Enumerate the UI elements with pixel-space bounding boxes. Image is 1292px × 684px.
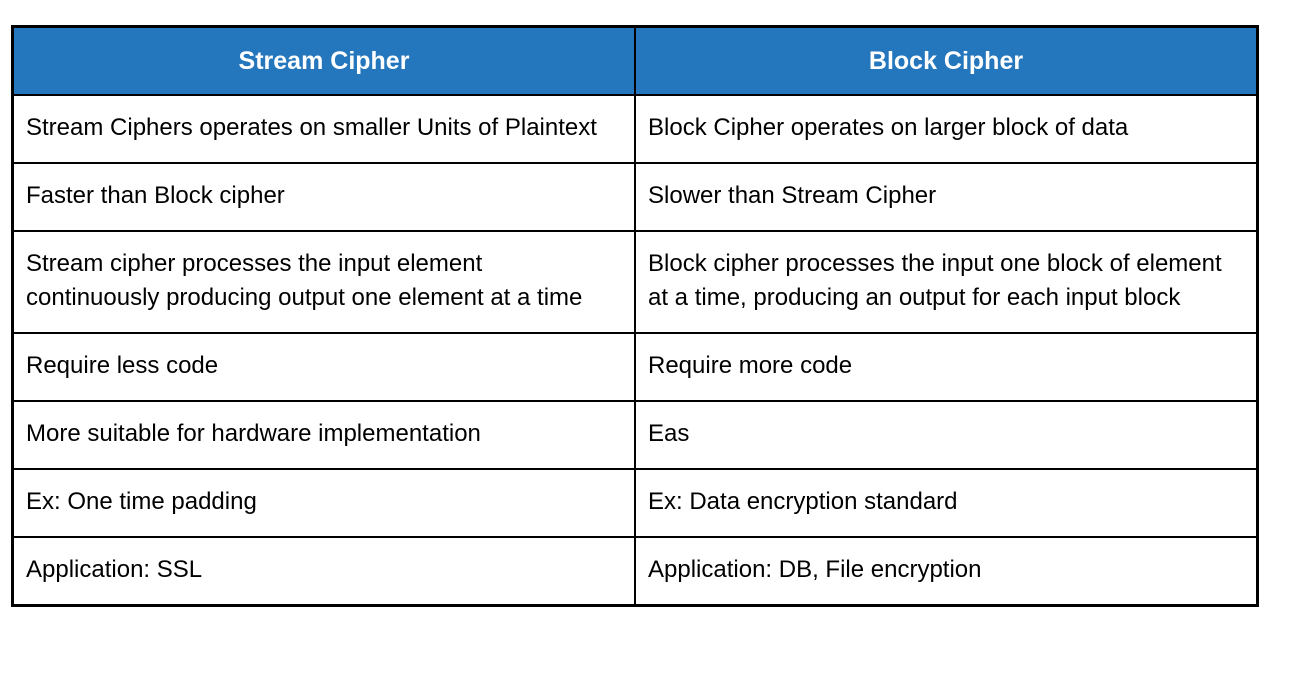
- cell-stream: Application: SSL: [11, 536, 636, 607]
- cell-block: Block Cipher operates on larger block of…: [634, 94, 1259, 164]
- table-container: Stream Cipher Block Cipher Stream Cipher…: [11, 25, 1259, 607]
- table-row: Application: SSL Application: DB, File e…: [11, 536, 1259, 607]
- table-row: Stream cipher processes the input elemen…: [11, 230, 1259, 334]
- table-row: More suitable for hardware implementatio…: [11, 400, 1259, 470]
- cell-stream: More suitable for hardware implementatio…: [11, 400, 636, 470]
- comparison-table: Stream Cipher Block Cipher Stream Cipher…: [11, 25, 1259, 607]
- table-row: Stream Ciphers operates on smaller Units…: [11, 94, 1259, 164]
- table-row: Require less code Require more code: [11, 332, 1259, 402]
- cell-block: Eas: [634, 400, 1259, 470]
- header-cell-block-cipher: Block Cipher: [634, 25, 1259, 96]
- header-cell-stream-cipher: Stream Cipher: [11, 25, 636, 96]
- cell-block: Ex: Data encryption standard: [634, 468, 1259, 538]
- cell-stream: Ex: One time padding: [11, 468, 636, 538]
- table-row: Faster than Block cipher Slower than Str…: [11, 162, 1259, 232]
- cell-stream: Require less code: [11, 332, 636, 402]
- cell-stream: Faster than Block cipher: [11, 162, 636, 232]
- cell-stream: Stream cipher processes the input elemen…: [11, 230, 636, 334]
- cell-block: Slower than Stream Cipher: [634, 162, 1259, 232]
- header-row: Stream Cipher Block Cipher: [11, 25, 1259, 96]
- cell-block: Require more code: [634, 332, 1259, 402]
- table-row: Ex: One time padding Ex: Data encryption…: [11, 468, 1259, 538]
- cell-block: Application: DB, File encryption: [634, 536, 1259, 607]
- cell-stream: Stream Ciphers operates on smaller Units…: [11, 94, 636, 164]
- cell-block: Block cipher processes the input one blo…: [634, 230, 1259, 334]
